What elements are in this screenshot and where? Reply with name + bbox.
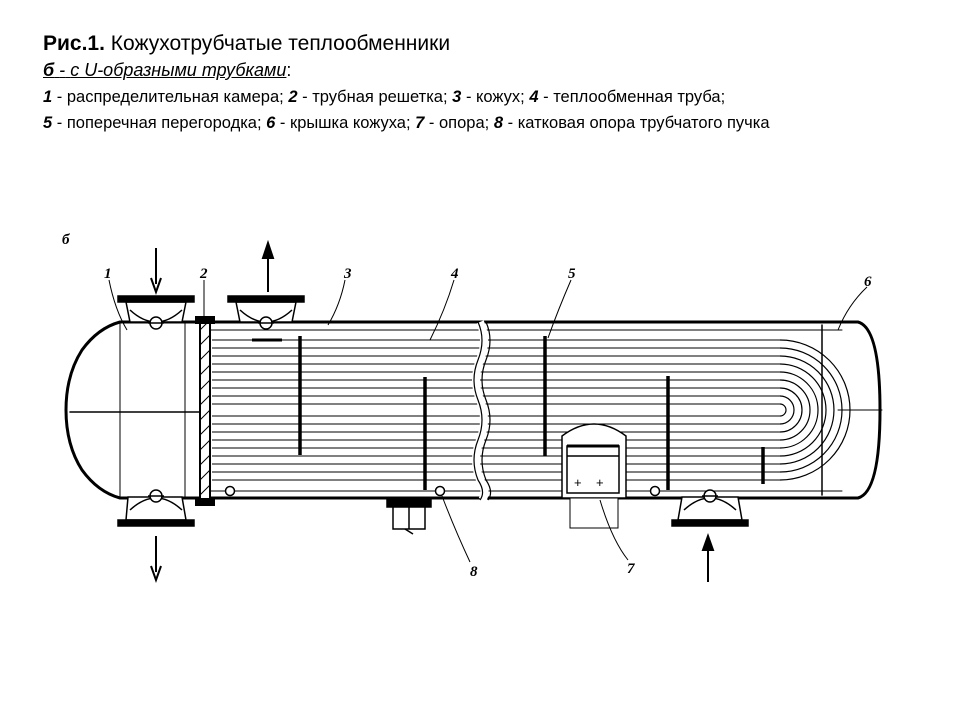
inlet-nozzle	[117, 295, 195, 330]
legend-item: 2 - трубная решетка;	[288, 88, 448, 106]
subtitle-text: с U-образными трубками	[70, 60, 287, 80]
subtitle-sep: -	[59, 60, 66, 80]
svg-text:+: +	[574, 475, 582, 490]
lower-support	[386, 499, 432, 535]
legend-item: 6 - крышка кожуха;	[266, 114, 411, 132]
legend-item: 5 - поперечная перегородка;	[43, 114, 262, 132]
legend-item: 4 - теплообменная труба;	[529, 88, 726, 106]
figure-subtitle: б - с U-образными трубками:	[43, 58, 923, 82]
legend-item: 7 - опора;	[415, 114, 490, 132]
flow-arrows	[150, 239, 715, 583]
part-label-1: 1	[104, 266, 112, 282]
figure-label: Рис.1.	[43, 32, 105, 55]
bottom-right-nozzle	[671, 489, 749, 527]
figure-title: Рис.1. Кожухотрубчатые теплообменники	[43, 30, 923, 58]
shell-outline	[64, 320, 882, 500]
subtitle-letter: б	[43, 60, 55, 80]
transverse-baffles	[298, 336, 765, 490]
legend-item: 1 - распределительная камера;	[43, 88, 284, 106]
svg-text:+: +	[596, 475, 604, 490]
break-line	[472, 320, 489, 503]
legend-item: 3 - кожух;	[452, 88, 525, 106]
subtitle-colon: :	[286, 60, 292, 80]
part-label-7: 7	[627, 561, 635, 577]
tube-sheet	[195, 316, 215, 506]
break-line-stroke	[473, 321, 492, 501]
saddle-support: + +	[561, 423, 627, 529]
tube-bundle	[212, 339, 780, 481]
outlet-nozzle	[227, 295, 305, 342]
part-label-6: 6	[864, 274, 872, 290]
legend-item: 8 - катковая опора трубчатого пучка	[493, 114, 770, 132]
part-label-2: 2	[199, 266, 208, 282]
parts-legend: 1 - распределительная камера; 2 - трубна…	[43, 84, 923, 136]
rolling-supports	[224, 485, 661, 497]
part-label-3: 3	[343, 266, 352, 282]
part-label-5: 5	[568, 266, 576, 282]
figure-caption: Рис.1. Кожухотрубчатые теплообменники б …	[43, 30, 923, 136]
shell-inner-line	[209, 329, 843, 492]
drawing-variant-label: б	[62, 232, 70, 248]
leader-lines	[108, 279, 868, 563]
u-bends	[779, 339, 851, 481]
bottom-left-nozzle	[117, 489, 195, 527]
part-label-4: 4	[450, 266, 459, 282]
part-label-8: 8	[470, 564, 478, 580]
figure-title-text: Кожухотрубчатые теплообменники	[110, 32, 451, 55]
